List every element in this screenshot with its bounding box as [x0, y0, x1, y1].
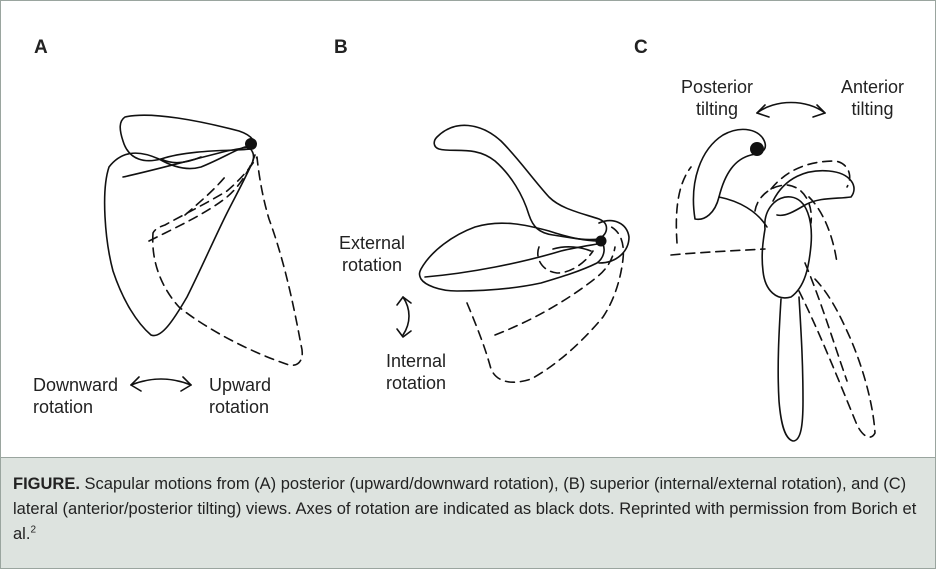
panel-a-rotation-arrow — [131, 379, 191, 385]
panel-b-internal-label: Internal rotation — [386, 350, 446, 394]
panel-a-label: A — [34, 37, 48, 59]
panel-a-downward-line1: Downward — [33, 374, 118, 396]
panel-b-rotated-inner — [495, 247, 615, 335]
panel-b-acromion — [434, 125, 606, 239]
panel-b-scapula-body — [420, 223, 605, 291]
figure-caption: FIGURE. Scapular motions from (A) poster… — [1, 457, 935, 568]
panel-a-upward-line1: Upward — [209, 374, 271, 396]
panel-b-rotation-arrow — [403, 297, 409, 335]
panel-c-rotation-arrow — [757, 103, 825, 114]
panel-a-downward-line2: rotation — [33, 396, 118, 418]
panel-c-anterior-line1: Anterior — [841, 76, 904, 98]
panel-a-downward-label: Downward rotation — [33, 374, 118, 418]
panel-c-anterior-label: Anterior tilting — [841, 76, 904, 120]
panel-b-external-line1: External — [339, 232, 405, 254]
panel-c-blade — [778, 297, 803, 441]
scapula-drawings — [1, 1, 935, 457]
caption-label: FIGURE. — [13, 475, 80, 493]
panel-a-upward-line2: rotation — [209, 396, 271, 418]
panel-b-axis-dot — [596, 236, 607, 247]
panel-b-drawing — [397, 125, 629, 382]
caption-reference: 2 — [30, 525, 36, 536]
panel-a-upward-label: Upward rotation — [209, 374, 271, 418]
panel-b-external-label: External rotation — [339, 232, 405, 276]
panel-c-glenoid — [762, 197, 811, 298]
panel-b-internal-line2: rotation — [386, 372, 446, 394]
panel-c-spine — [719, 197, 767, 227]
panel-c-posterior-line2: tilting — [681, 98, 753, 120]
panel-c-tilted-acromion — [671, 167, 765, 255]
panel-a-rotated-scapula — [153, 157, 303, 365]
panel-c-tilted-coracoid — [771, 161, 850, 189]
panel-c-tilted-blade-2 — [805, 263, 847, 381]
panel-c-label: C — [634, 37, 648, 59]
panel-b-label: B — [334, 37, 348, 59]
panel-a-axis-dot — [245, 138, 257, 150]
caption-text: Scapular motions from (A) posterior (upw… — [13, 475, 916, 543]
panel-c-posterior-line1: Posterior — [681, 76, 753, 98]
panel-c-posterior-label: Posterior tilting — [681, 76, 753, 120]
panel-b-external-line2: rotation — [339, 254, 405, 276]
panel-b-internal-line1: Internal — [386, 350, 446, 372]
panel-c-drawing — [671, 103, 875, 442]
panel-c-axis-dot — [750, 142, 764, 156]
panel-a-rotated-spine — [149, 155, 255, 241]
panel-b-arrowhead-top — [397, 297, 411, 305]
panel-c-anterior-line2: tilting — [841, 98, 904, 120]
panel-a-drawing — [105, 115, 303, 391]
panel-c-tilted-blade-1 — [799, 277, 875, 437]
panel-c-tilted-body — [809, 197, 837, 263]
figure-illustration: A B C Downward rotation Upward rotation … — [1, 1, 935, 457]
panel-c-coracoid — [773, 171, 854, 216]
panel-b-rotated-scapula — [467, 225, 623, 382]
